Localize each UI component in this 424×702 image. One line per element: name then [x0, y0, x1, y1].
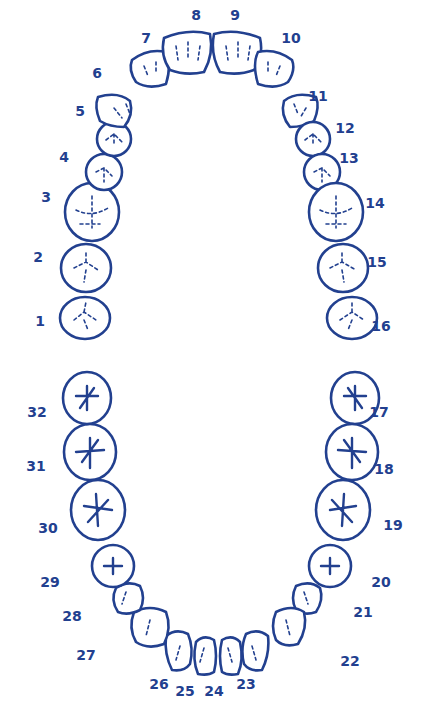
tooth-number: 7 [141, 31, 151, 45]
tooth-number: 16 [371, 319, 390, 333]
tooth-number: 32 [27, 405, 46, 419]
tooth-number: 26 [149, 677, 168, 691]
tooth-number: 18 [374, 462, 393, 476]
tooth-number: 19 [383, 518, 402, 532]
tooth-number: 3 [41, 190, 51, 204]
tooth-number: 15 [367, 255, 386, 269]
tooth-number: 29 [40, 575, 59, 589]
tooth-number: 5 [75, 104, 85, 118]
tooth-number: 4 [59, 150, 69, 164]
tooth-number: 14 [365, 196, 384, 210]
tooth-number: 25 [175, 684, 194, 698]
tooth-number: 20 [371, 575, 390, 589]
tooth-number: 6 [92, 66, 102, 80]
tooth-number: 21 [353, 605, 372, 619]
tooth-number: 28 [62, 609, 81, 623]
tooth-number: 10 [281, 31, 300, 45]
tooth-number: 17 [369, 405, 388, 419]
tooth-number: 30 [38, 521, 57, 535]
tooth-number: 11 [308, 89, 327, 103]
tooth-number: 2 [33, 250, 43, 264]
tooth-number: 27 [76, 648, 95, 662]
tooth-number: 23 [236, 677, 255, 691]
tooth-number: 9 [230, 8, 240, 22]
tooth-number: 13 [339, 151, 358, 165]
tooth-number: 8 [191, 8, 201, 22]
tooth-number: 31 [26, 459, 45, 473]
tooth-number: 1 [35, 314, 45, 328]
tooth-number: 22 [340, 654, 359, 668]
tooth-number: 24 [204, 684, 223, 698]
tooth-number: 12 [335, 121, 354, 135]
